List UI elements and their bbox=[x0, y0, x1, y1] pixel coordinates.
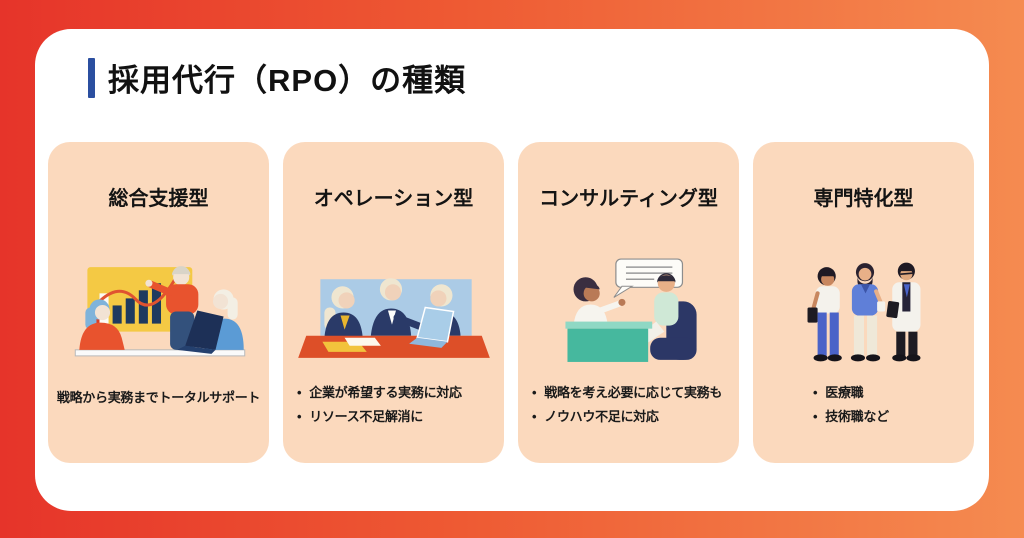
consultation-interview-illustration bbox=[528, 253, 729, 369]
bullet-dot: • bbox=[813, 385, 818, 400]
card-title: オペレーション型 bbox=[313, 188, 474, 210]
medical-specialists-illustration bbox=[763, 253, 964, 369]
bullet-dot: • bbox=[532, 409, 537, 424]
bullet-item: • 戦略を考え必要に応じて実務も bbox=[532, 381, 729, 405]
consultation-graphic bbox=[564, 258, 697, 362]
card-comprehensive-support: 総合支援型 bbox=[48, 142, 269, 463]
bullet-text: 企業が希望する実務に対応 bbox=[309, 385, 462, 400]
card-consulting: コンサルティング型 bbox=[518, 142, 739, 463]
staff-operations-illustration bbox=[293, 253, 494, 369]
bullet-text: リソース不足解消に bbox=[309, 409, 423, 424]
bullet-item: • 医療職 bbox=[813, 381, 964, 405]
bullet-item: • リソース不足解消に bbox=[297, 405, 494, 429]
content-panel: 採用代行（RPO）の種類 総合支援型 bbox=[35, 29, 989, 511]
card-bullet-list: • 戦略を考え必要に応じて実務も • ノウハウ不足に対応 bbox=[528, 381, 729, 429]
page-header: 採用代行（RPO）の種類 bbox=[88, 55, 466, 100]
operations-table-graphic bbox=[297, 278, 490, 358]
bullet-dot: • bbox=[813, 409, 818, 424]
bullet-text: ノウハウ不足に対応 bbox=[544, 409, 659, 424]
card-title: コンサルティング型 bbox=[539, 188, 718, 210]
title-accent-bar bbox=[88, 57, 95, 98]
card-title: 総合支援型 bbox=[108, 188, 209, 210]
card-bullet-list: • 医療職 • 技術職など bbox=[763, 381, 964, 429]
card-bullet-list: • 企業が希望する実務に対応 • リソース不足解消に bbox=[293, 381, 494, 429]
card-operation: オペレーション型 bbox=[283, 142, 504, 463]
bullet-dot: • bbox=[532, 385, 537, 400]
bullet-text: 医療職 bbox=[825, 385, 864, 400]
bullet-item: • 技術職など bbox=[813, 405, 964, 429]
cards-row: 総合支援型 bbox=[48, 142, 974, 463]
bullet-item: • 企業が希望する実務に対応 bbox=[297, 381, 494, 405]
medical-team-graphic bbox=[807, 262, 920, 362]
bullet-text: 戦略を考え必要に応じて実務も bbox=[544, 385, 723, 400]
card-description: 戦略から実務までトータルサポート bbox=[56, 390, 261, 405]
bullet-dot: • bbox=[297, 385, 302, 400]
bullet-dot: • bbox=[297, 409, 302, 424]
card-title: 専門特化型 bbox=[813, 188, 914, 210]
card-specialized: 専門特化型 bbox=[753, 142, 974, 463]
team-meeting-presentation-illustration bbox=[58, 253, 259, 369]
meeting-presentation-graphic bbox=[74, 266, 245, 357]
bullet-item: • ノウハウ不足に対応 bbox=[532, 405, 729, 429]
bullet-text: 技術職など bbox=[825, 409, 889, 424]
page-title: 採用代行（RPO）の種類 bbox=[108, 63, 467, 98]
